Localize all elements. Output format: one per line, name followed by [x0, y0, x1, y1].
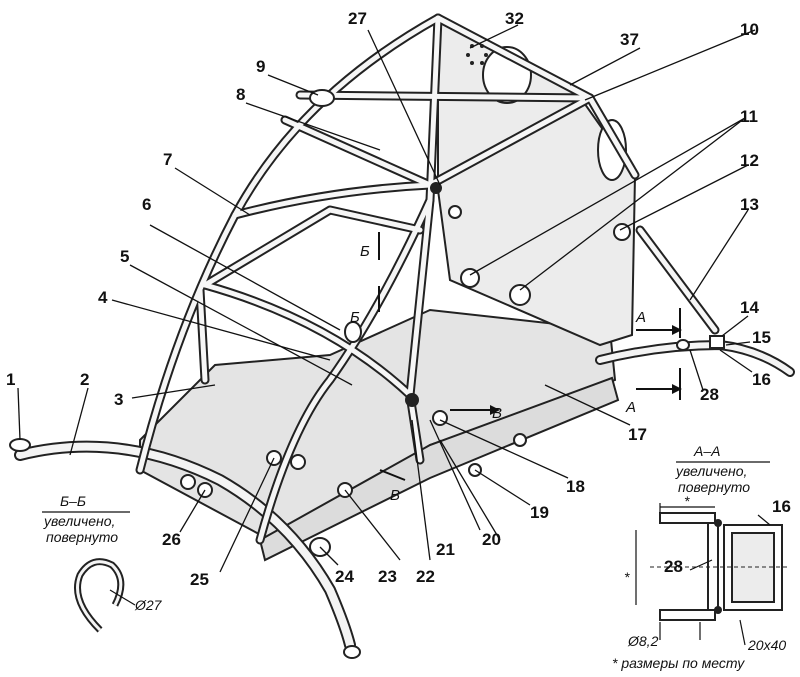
- callout-21: 21: [436, 540, 455, 559]
- callout-28: 28: [700, 385, 719, 404]
- callout-9: 9: [256, 57, 265, 76]
- callout-24: 24: [335, 567, 354, 586]
- detail-aa-line2: повернуто: [678, 479, 750, 495]
- callout-16: 16: [752, 370, 771, 389]
- detail-aa-line1: увеличено,: [675, 463, 747, 479]
- callout-15: 15: [752, 328, 771, 347]
- detail-aa-star-left: *: [624, 569, 630, 585]
- front-skid-tube-inner: [16, 442, 354, 649]
- callout-20: 20: [482, 530, 501, 549]
- detail-bb: Б–Б увеличено, повернуто Ø27: [42, 493, 163, 633]
- callout-4: 4: [98, 288, 108, 307]
- section-mark-a-top: А: [635, 309, 646, 326]
- detail-aa-part-16: 16: [772, 497, 791, 516]
- callout-2: 2: [80, 370, 89, 389]
- section-mark-a-bottom: А: [625, 399, 636, 416]
- section-mark-b-bottom: Б: [350, 309, 360, 326]
- detail-aa-hole: Ø8,2: [627, 633, 659, 649]
- section-mark-v-left: В: [390, 487, 400, 504]
- callout-1: 1: [6, 370, 15, 389]
- detail-aa-part-28: 28: [664, 557, 683, 576]
- leader-lines: [17, 24, 756, 573]
- callout-18: 18: [566, 477, 585, 496]
- callout-23: 23: [378, 567, 397, 586]
- callout-25: 25: [190, 570, 209, 589]
- detail-aa-profile: 20x40: [747, 637, 786, 653]
- detail-aa: А–А увеличено, повернуто *: [612, 443, 791, 671]
- callout-5: 5: [120, 247, 129, 266]
- callout-8: 8: [236, 85, 245, 104]
- callout-17: 17: [628, 425, 647, 444]
- detail-bb-line1: увеличено,: [43, 513, 115, 529]
- detail-aa-star-top: *: [684, 493, 690, 509]
- callout-14: 14: [740, 298, 759, 317]
- detail-bb-tube: [74, 558, 125, 633]
- floor-skirt: [258, 376, 620, 562]
- callout-11: 11: [740, 107, 758, 126]
- callout-6: 6: [142, 195, 151, 214]
- callout-26: 26: [162, 530, 181, 549]
- detail-bb-line2: повернуто: [46, 529, 118, 545]
- callout-numbers: 1 2 3 4 5 6 7 8 9 27 32 37 10 11 12 13 1…: [6, 9, 771, 589]
- callout-32: 32: [505, 9, 524, 28]
- section-mark-b-top: Б: [360, 243, 370, 260]
- callout-7: 7: [163, 150, 172, 169]
- section-marks: [378, 232, 681, 481]
- section-arrows: [490, 325, 682, 415]
- callout-19: 19: [530, 503, 549, 522]
- detail-aa-note: * размеры по месту: [612, 655, 745, 671]
- callout-27-top: 27: [348, 9, 367, 28]
- callout-3: 3: [114, 390, 123, 409]
- skid-end-bottom: [343, 645, 361, 659]
- callout-22: 22: [416, 567, 435, 586]
- callout-37: 37: [620, 30, 639, 49]
- detail-bb-diameter: Ø27: [134, 597, 163, 613]
- callout-13: 13: [740, 195, 759, 214]
- callout-10: 10: [740, 20, 759, 39]
- skid-end-left: [9, 438, 31, 452]
- detail-aa-title: А–А: [693, 443, 720, 459]
- detail-bb-title: Б–Б: [60, 493, 86, 509]
- section-mark-v-right: В: [492, 405, 502, 422]
- callout-12: 12: [740, 151, 759, 170]
